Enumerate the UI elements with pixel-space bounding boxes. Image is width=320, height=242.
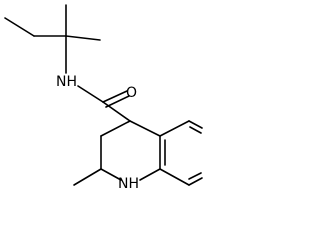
bond-c4a-c5	[159, 120, 190, 137]
bond-c2-methyl	[73, 168, 102, 186]
bond-c8-c7-inner	[188, 172, 202, 180]
bond-carbonyl-double-2	[105, 95, 130, 108]
bond-c8a-c8	[159, 168, 190, 186]
bond-cq-methyl-right	[65, 35, 101, 41]
bond-c4-c3	[100, 120, 131, 137]
bond-n-carbonyl-c	[77, 85, 104, 103]
amide-nh-label: NH	[56, 74, 77, 90]
bond-carbonyl-double-1	[102, 90, 128, 103]
bond-c5-c6	[188, 120, 203, 129]
bond-c2-n1	[100, 168, 122, 181]
ring-nh-label: NH	[118, 176, 139, 192]
bond-n1-c8a	[139, 168, 161, 181]
bond-c4-c4a	[129, 120, 161, 137]
structure-diagram: NH O NH	[4, 4, 203, 192]
bond-c5-c6-inner	[189, 126, 202, 134]
carbonyl-o-label: O	[126, 85, 137, 101]
bond-ethyl-ch3-ch2	[4, 17, 35, 37]
bond-carbonyl-c4	[102, 101, 131, 122]
bond-c8-c7	[188, 177, 203, 186]
molecule-drawing: NH O NH	[4, 4, 203, 192]
